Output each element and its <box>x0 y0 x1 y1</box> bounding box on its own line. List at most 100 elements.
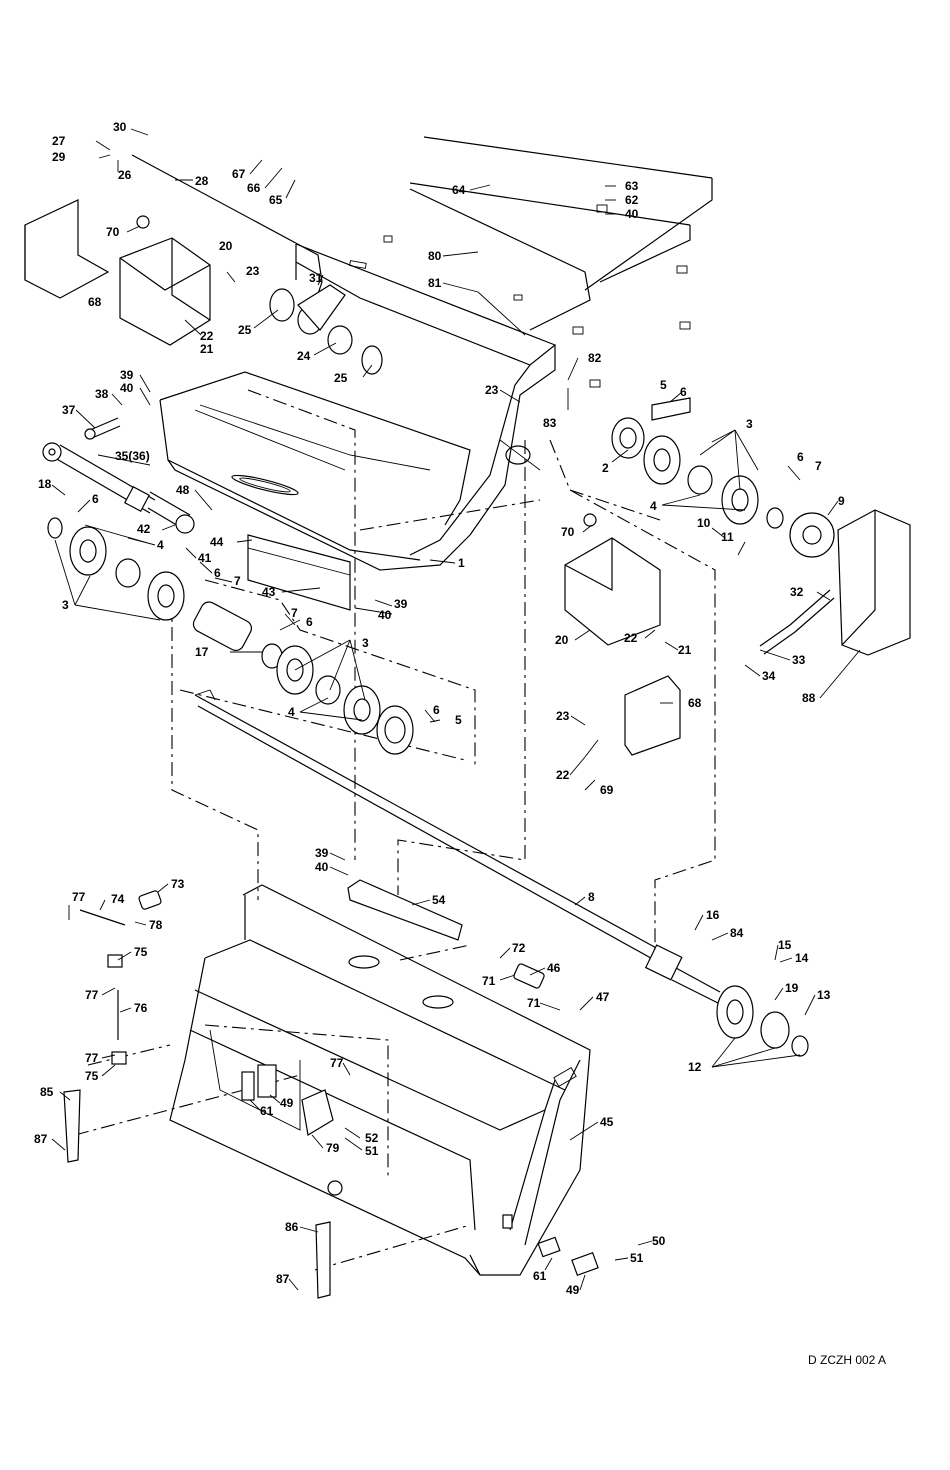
callout: 77 <box>330 1056 344 1070</box>
callout: 66 <box>247 181 261 195</box>
callout: 48 <box>176 483 190 497</box>
callout: 13 <box>817 988 831 1002</box>
callout: 7 <box>291 606 298 620</box>
callout: 14 <box>795 951 809 965</box>
callout: 67 <box>232 167 246 181</box>
callout: 40 <box>315 860 329 874</box>
callout-labels: 30 27 29 26 28 67 66 65 64 63 62 40 70 2… <box>34 120 845 1297</box>
callout: 51 <box>365 1144 379 1158</box>
callout: 28 <box>195 174 209 188</box>
callout: 21 <box>678 643 692 657</box>
callout: 40 <box>625 207 639 221</box>
callout: 20 <box>219 239 233 253</box>
callout: 40 <box>378 608 392 622</box>
callout: 3 <box>746 417 753 431</box>
callout: 24 <box>297 349 311 363</box>
callout: 49 <box>566 1283 580 1297</box>
callout: 29 <box>52 150 66 164</box>
callout: 27 <box>52 134 66 148</box>
callout: 19 <box>785 981 799 995</box>
callout: 33 <box>792 653 806 667</box>
callout: 10 <box>697 516 711 530</box>
callout: 61 <box>260 1104 274 1118</box>
bearing-stacks <box>47 284 833 1057</box>
callout: 26 <box>118 168 132 182</box>
callout: 45 <box>600 1115 614 1129</box>
shafts <box>42 154 721 1005</box>
callout: 6 <box>797 450 804 464</box>
callout: 25 <box>334 371 348 385</box>
callout: 76 <box>134 1001 148 1015</box>
callout: 39 <box>120 368 134 382</box>
callout: 87 <box>34 1132 48 1146</box>
callout: 84 <box>730 926 744 940</box>
callout: 51 <box>630 1251 644 1265</box>
callout: 72 <box>512 941 526 955</box>
callout: 6 <box>214 566 221 580</box>
callout: 54 <box>432 893 446 907</box>
callout: 22 <box>200 329 214 343</box>
callout: 47 <box>596 990 610 1004</box>
callout: 3 <box>362 636 369 650</box>
callout: 34 <box>762 669 776 683</box>
frame-housing <box>159 136 713 571</box>
callout: 71 <box>527 996 541 1010</box>
callout: 4 <box>650 499 657 513</box>
leader-lines <box>51 128 861 1291</box>
guards-and-plates <box>24 199 911 1299</box>
callout: 88 <box>802 691 816 705</box>
callout: 32 <box>790 585 804 599</box>
callout: 4 <box>157 538 164 552</box>
callout: 39 <box>394 597 408 611</box>
callout: 22 <box>624 631 638 645</box>
callout: 77 <box>85 1051 99 1065</box>
callout: 1 <box>458 556 465 570</box>
callout: 37 <box>62 403 76 417</box>
callout: 73 <box>171 877 185 891</box>
drawing-code-label: D ZCZH 002 A <box>808 1353 887 1367</box>
callout: 38 <box>95 387 109 401</box>
callout: 15 <box>778 938 792 952</box>
callout: 35(36) <box>115 449 150 463</box>
callout: 68 <box>688 696 702 710</box>
assembly-lines <box>74 389 716 1271</box>
callout: 2 <box>602 461 609 475</box>
callout: 79 <box>326 1141 340 1155</box>
callout: 62 <box>625 193 639 207</box>
callout: 78 <box>149 918 163 932</box>
callout: 83 <box>543 416 557 430</box>
lower-housing-45 <box>169 884 591 1276</box>
callout: 52 <box>365 1131 379 1145</box>
callout: 23 <box>246 264 260 278</box>
callout: 80 <box>428 249 442 263</box>
callout: 21 <box>200 342 214 356</box>
callout: 70 <box>561 525 575 539</box>
callout: 4 <box>288 705 295 719</box>
callout: 50 <box>652 1234 666 1248</box>
callout: 61 <box>533 1269 547 1283</box>
callout: 82 <box>588 351 602 365</box>
callout: 87 <box>276 1272 290 1286</box>
callout: 12 <box>688 1060 702 1074</box>
callout: 77 <box>72 890 86 904</box>
callout: 22 <box>556 768 570 782</box>
callout: 16 <box>706 908 720 922</box>
callout: 69 <box>600 783 614 797</box>
callout: 74 <box>111 892 125 906</box>
callout: 7 <box>815 459 822 473</box>
callout: 6 <box>433 703 440 717</box>
callout: 63 <box>625 179 639 193</box>
callout: 70 <box>106 225 120 239</box>
callout: 7 <box>234 574 241 588</box>
callout: 46 <box>547 961 561 975</box>
callout: 42 <box>137 522 151 536</box>
callout: 31 <box>309 271 323 285</box>
callout: 68 <box>88 295 102 309</box>
callout: 9 <box>838 494 845 508</box>
callout: 6 <box>680 385 687 399</box>
callout: 86 <box>285 1220 299 1234</box>
callout: 25 <box>238 323 252 337</box>
callout: 85 <box>40 1085 54 1099</box>
